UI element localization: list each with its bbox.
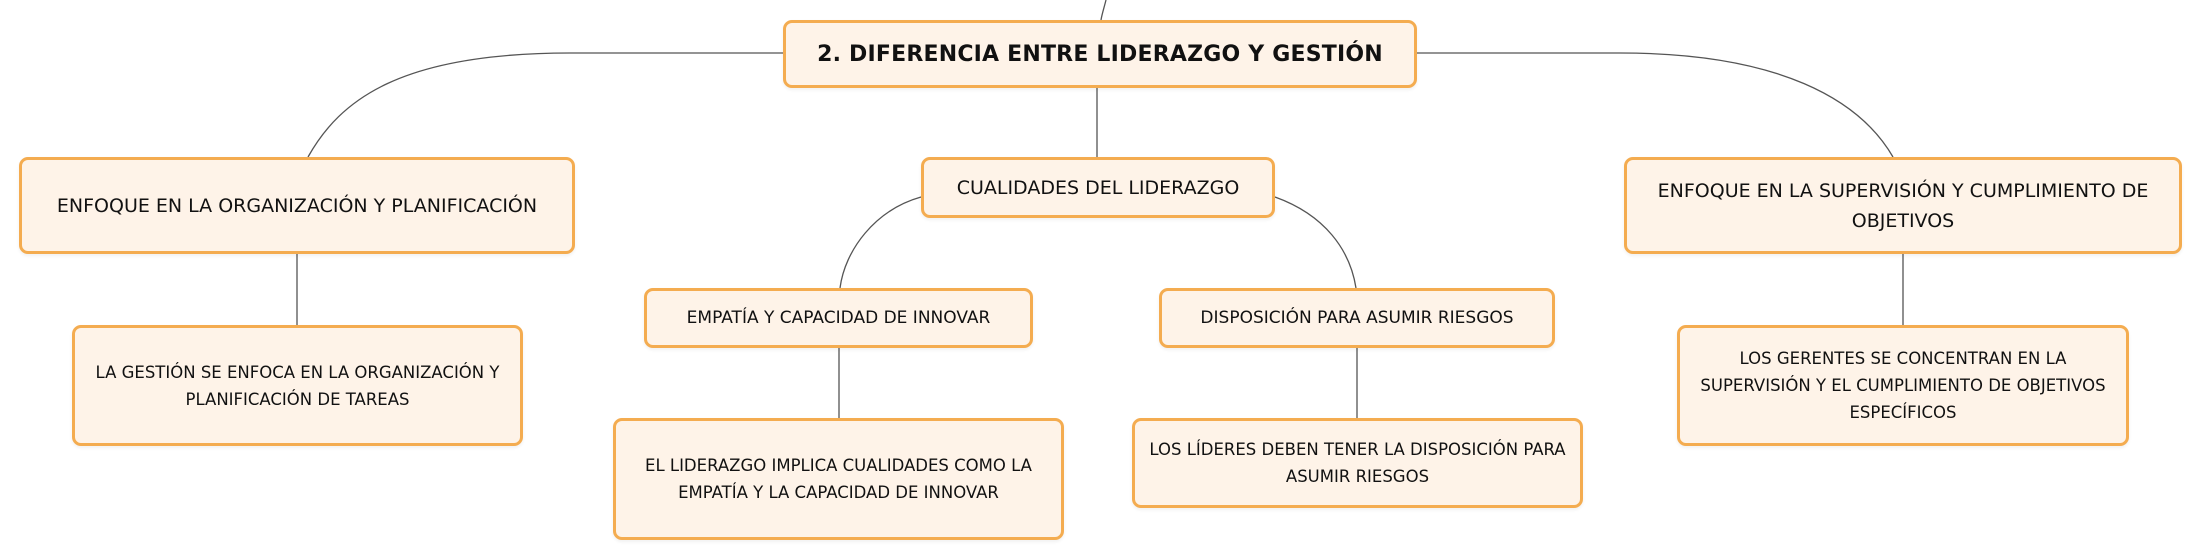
branch-cualidades-node[interactable]: CUALIDADES DEL LIDERAZGO	[921, 157, 1275, 218]
leaf-disposicion-node[interactable]: LOS LÍDERES DEBEN TENER LA DISPOSICIÓN P…	[1132, 418, 1583, 508]
disposicion-label: DISPOSICIÓN PARA ASUMIR RIESGOS	[1200, 308, 1514, 328]
leaf-gerentes-node[interactable]: LOS GERENTES SE CONCENTRAN EN LA SUPERVI…	[1677, 325, 2129, 446]
connector-cualidades-to-disposicion	[1274, 196, 1357, 289]
leaf-empatia-label: EL LIDERAZGO IMPLICA CUALIDADES COMO LA …	[645, 456, 1032, 502]
leaf-gestion-node[interactable]: LA GESTIÓN SE ENFOCA EN LA ORGANIZACIÓN …	[72, 325, 523, 446]
branch-cualidades-label: CUALIDADES DEL LIDERAZGO	[956, 176, 1240, 199]
empatia-label: EMPATÍA Y CAPACIDAD DE INNOVAR	[686, 308, 991, 328]
leaf-gerentes-label: LOS GERENTES SE CONCENTRAN EN LA SUPERVI…	[1700, 349, 2106, 422]
empatia-node[interactable]: EMPATÍA Y CAPACIDAD DE INNOVAR	[644, 288, 1033, 348]
root-label: 2. DIFERENCIA ENTRE LIDERAZGO Y GESTIÓN	[817, 41, 1383, 67]
branch-supervision-label: ENFOQUE EN LA SUPERVISIÓN Y CUMPLIMIENTO…	[1657, 179, 2149, 232]
root-node[interactable]: 2. DIFERENCIA ENTRE LIDERAZGO Y GESTIÓN	[783, 20, 1417, 88]
leaf-gestion-label: LA GESTIÓN SE ENFOCA EN LA ORGANIZACIÓN …	[95, 362, 500, 409]
branch-organizacion-node[interactable]: ENFOQUE EN LA ORGANIZACIÓN Y PLANIFICACI…	[19, 157, 575, 254]
branch-supervision-node[interactable]: ENFOQUE EN LA SUPERVISIÓN Y CUMPLIMIENTO…	[1624, 157, 2182, 254]
leaf-empatia-node[interactable]: EL LIDERAZGO IMPLICA CUALIDADES COMO LA …	[613, 418, 1064, 540]
connector-root-to-organizacion	[307, 52, 783, 158]
leaf-disposicion-label: LOS LÍDERES DEBEN TENER LA DISPOSICIÓN P…	[1149, 440, 1566, 486]
connector-cualidades-to-empatia	[839, 196, 922, 289]
disposicion-node[interactable]: DISPOSICIÓN PARA ASUMIR RIESGOS	[1159, 288, 1555, 348]
connector-from-parent	[1100, 0, 1107, 21]
connector-root-to-supervision	[1417, 52, 1894, 158]
branch-organizacion-label: ENFOQUE EN LA ORGANIZACIÓN Y PLANIFICACI…	[56, 194, 538, 217]
